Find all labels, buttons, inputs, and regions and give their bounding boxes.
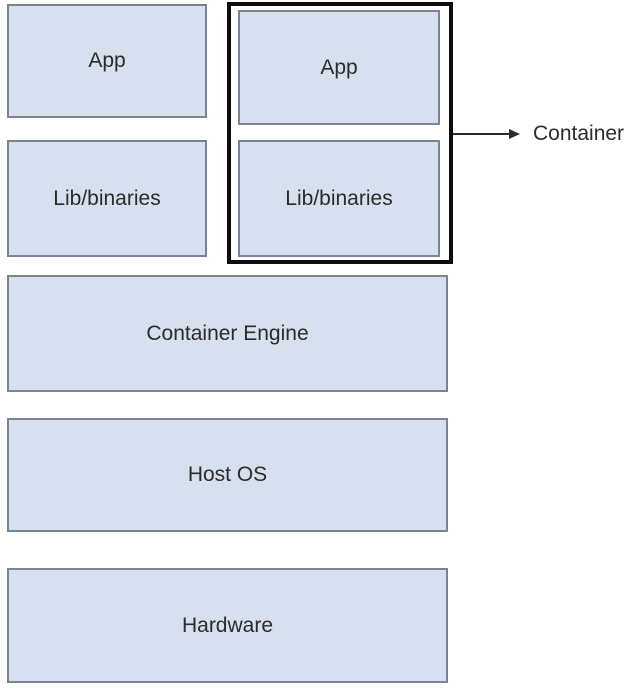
box-app-left-label: App — [88, 49, 126, 72]
layer-host-os-label: Host OS — [187, 463, 268, 486]
box-lib-binaries-left-label: Lib/binaries — [53, 186, 161, 210]
box-app-in-container: App — [238, 10, 440, 125]
arrow-right-icon — [509, 129, 520, 139]
box-app-in-container-label: App — [320, 55, 358, 79]
layer-hardware-label: Hardware — [181, 613, 274, 637]
layer-container-engine-label: Container Engine — [146, 321, 309, 345]
box-lib-binaries-in-container-label: Lib/binaries — [285, 186, 393, 210]
layer-container-engine: Container Engine — [7, 275, 448, 392]
box-app-left: App — [7, 4, 207, 118]
layer-hardware: Hardware — [7, 568, 448, 683]
container-callout-arrow-line — [453, 133, 511, 135]
box-lib-binaries-left: Lib/binaries — [7, 140, 207, 257]
container-callout-label: Container — [533, 122, 625, 145]
container-boundary-box: App Lib/binaries — [227, 2, 453, 264]
box-lib-binaries-in-container: Lib/binaries — [238, 140, 440, 257]
layer-host-os: Host OS — [7, 418, 448, 532]
